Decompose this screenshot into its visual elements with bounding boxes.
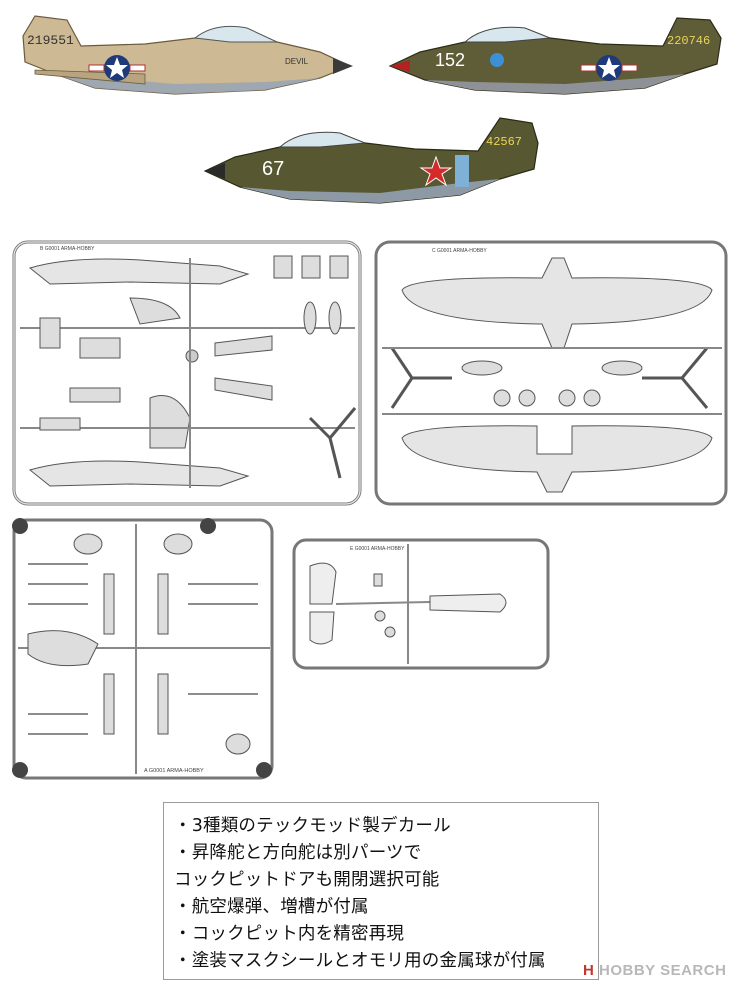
sprue-marking: B G0001 ARMA-HOBBY — [40, 246, 95, 252]
sprue-c: C G0001 ARMA-HOBBY — [374, 240, 728, 506]
aircraft-profile-sand: 219551 DEVIL — [22, 15, 353, 95]
feature-line-4: ・航空爆弾、増槽が付属 — [174, 897, 369, 917]
aircraft-profile-soviet: 67 42567 — [203, 117, 539, 204]
feature-line-2: ・昇降舵と方向舵は別パーツで — [174, 843, 422, 863]
aircraft-serial-text: 220746 — [667, 34, 710, 48]
aircraft-serial-text: 219551 — [27, 33, 74, 48]
feature-line-3: コックピットドアも開閉選択可能 — [174, 870, 440, 890]
sprue-a: A G0001 ARMA-HOBBY — [12, 518, 274, 780]
feature-line-1: ・3種類のテックモッド製デカール — [174, 816, 451, 836]
feature-list-box: ・3種類のテックモッド製デカール ・昇降舵と方向舵は別パーツで コックピットドア… — [163, 802, 599, 980]
hobby-search-brand-text: HOBBY SEARCH — [599, 962, 727, 979]
aircraft-serial-text: 42567 — [486, 135, 522, 149]
feature-line-5: ・コックピット内を精密再現 — [174, 924, 405, 944]
sprue-marking: E G0001 ARMA-HOBBY — [350, 546, 405, 552]
sprue-b: B G0001 ARMA-HOBBY — [12, 240, 362, 506]
sprue-e: E G0001 ARMA-HOBBY — [292, 538, 550, 670]
fuselage-code-text: 67 — [262, 158, 284, 180]
sprue-marking: A G0001 ARMA-HOBBY — [144, 768, 204, 774]
hobby-search-logo-icon: H — [583, 962, 595, 979]
hobby-search-watermark: H HOBBY SEARCH — [583, 962, 726, 979]
nose-art-text: DEVIL — [285, 57, 309, 66]
sprue-marking: C G0001 ARMA-HOBBY — [432, 248, 487, 254]
feature-line-6: ・塗装マスクシールとオモリ用の金属球が付属 — [174, 951, 546, 971]
aircraft-profile-olive: 152 220746 — [388, 17, 722, 95]
fuselage-code-text: 152 — [435, 50, 465, 70]
